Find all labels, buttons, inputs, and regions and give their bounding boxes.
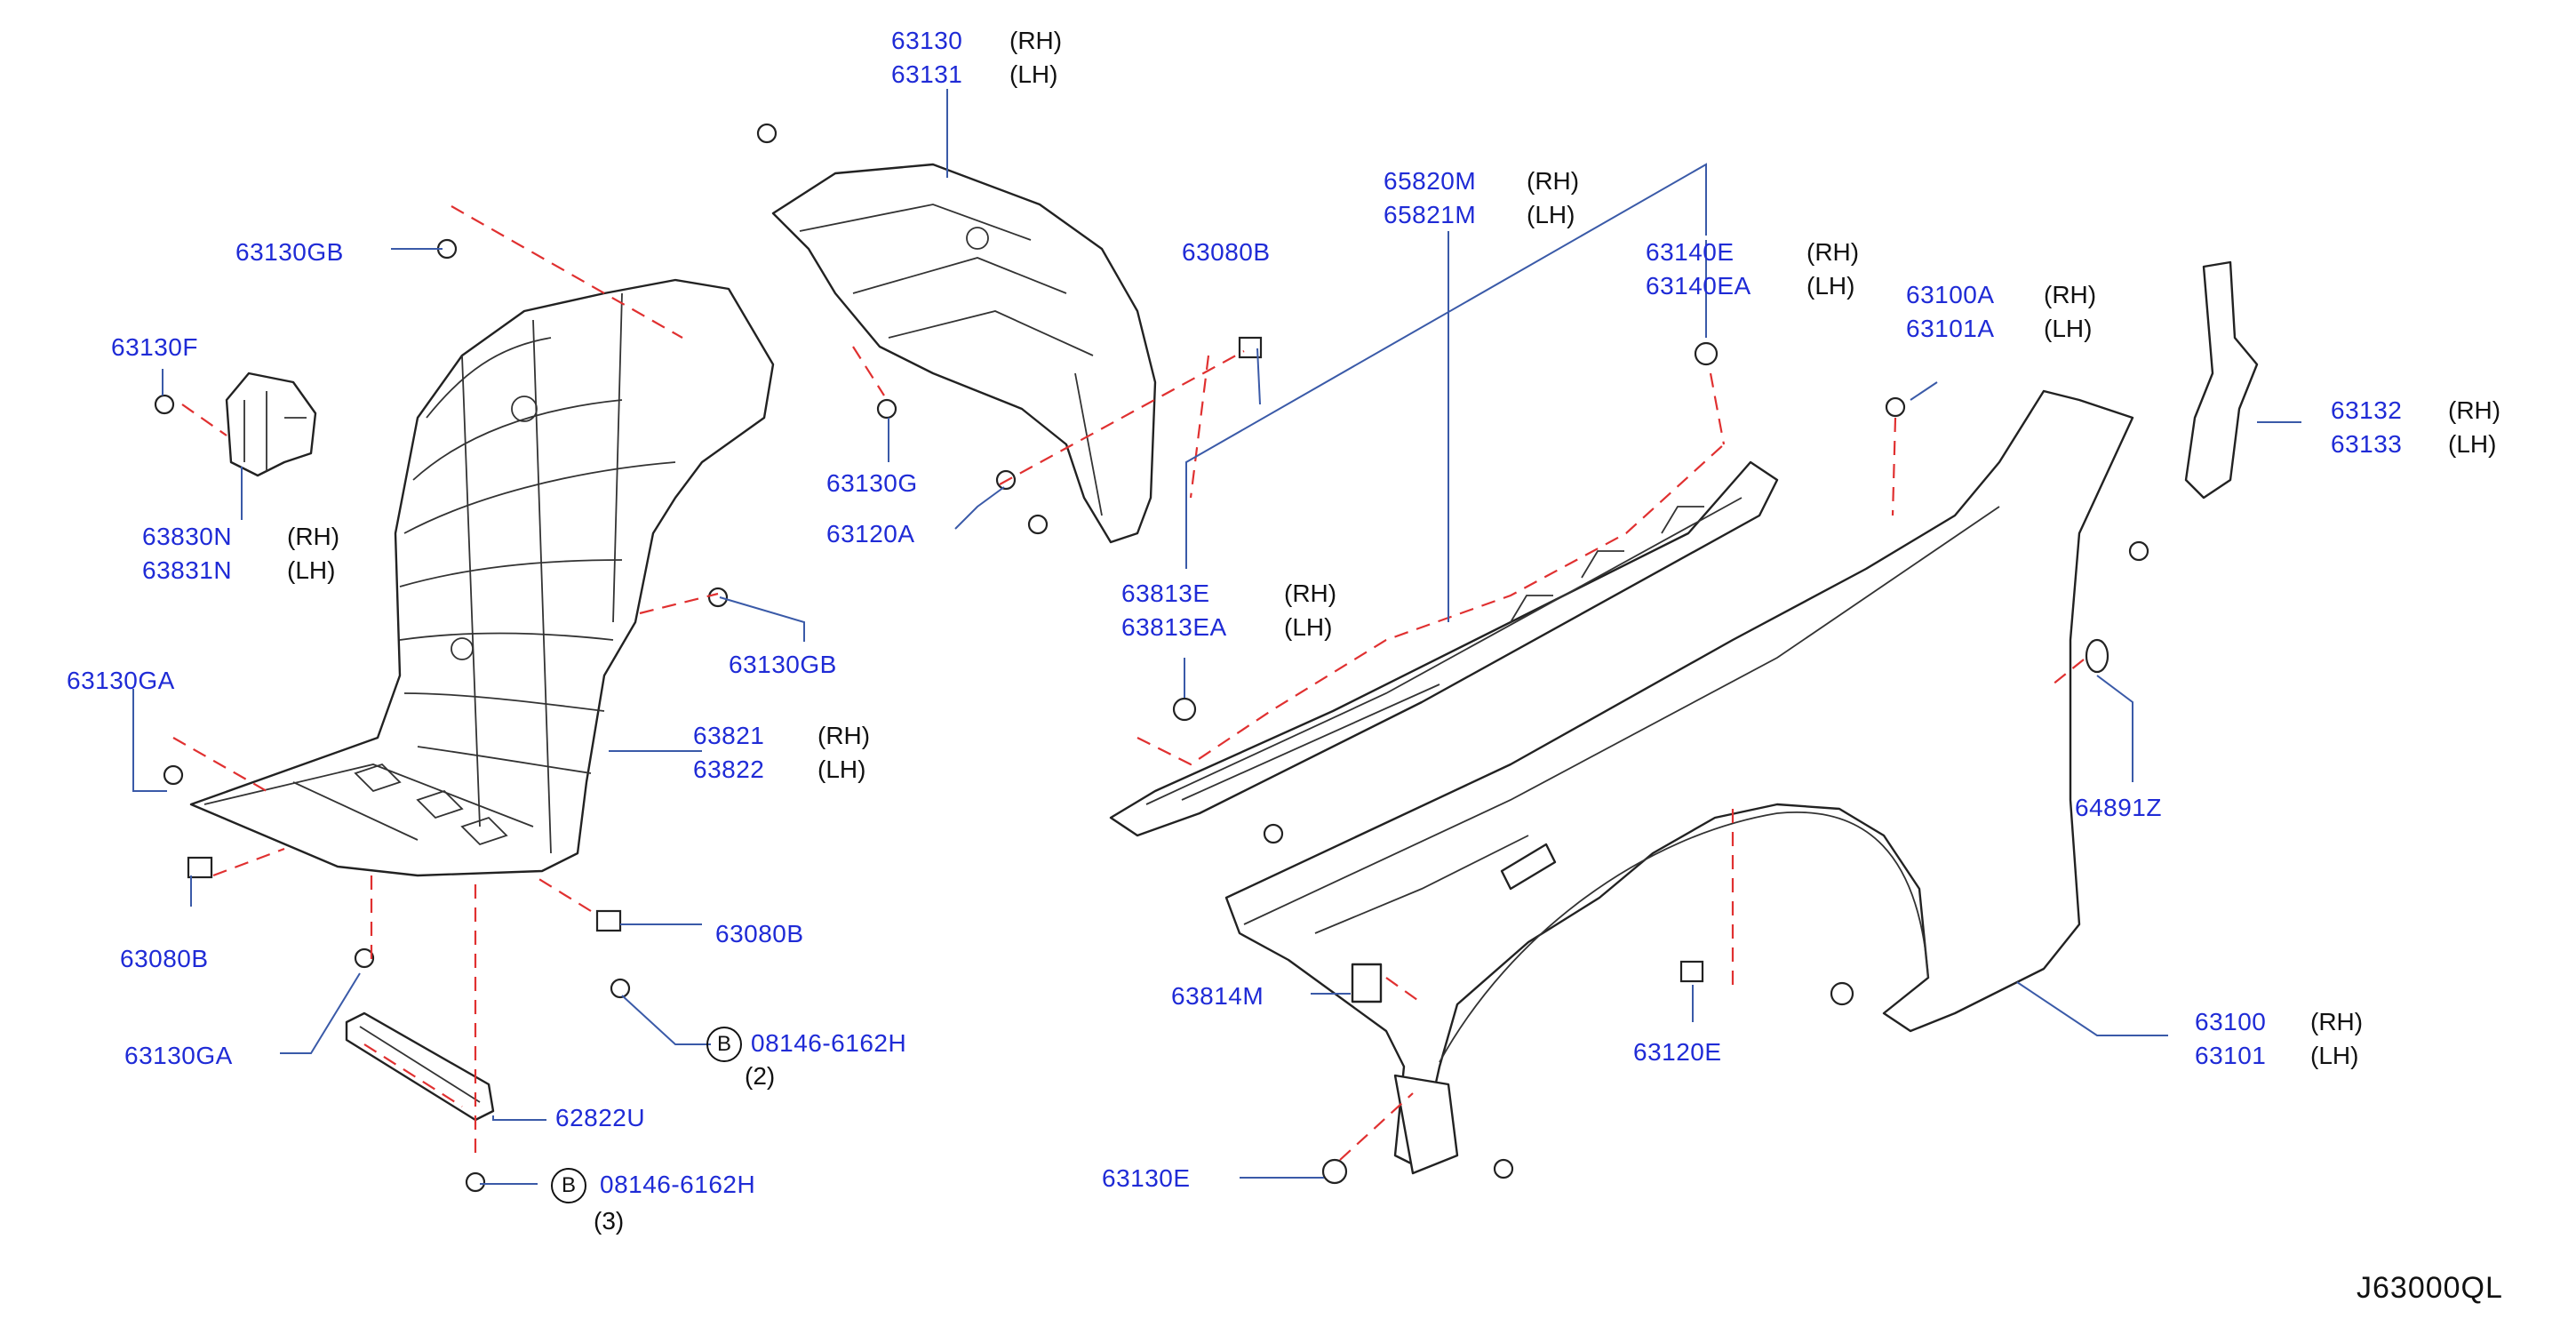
label-63130gb-top: 63130GB [235,238,344,266]
part-number: 63140EA [1646,272,1751,300]
part-number: 63813EA [1121,613,1227,641]
part-number: 08146-6162H [600,1171,756,1198]
part-number: 63132 [2331,396,2403,424]
side-rh: (RH) [817,722,871,749]
quantity: (3) [594,1207,625,1235]
label-63080b-right: 63080B [715,920,804,947]
label-63130ga-bottom: 63130GA [124,1042,233,1069]
block-63814m [1351,963,1383,1003]
fasteners [154,123,2149,1193]
label-63120e: 63120E [1633,1038,1722,1066]
side-rh: (RH) [2448,396,2501,424]
part-number: 63131 [891,60,963,88]
quantity: (2) [745,1062,776,1090]
label-63130gb-mid: 63130GB [729,651,837,678]
part-number: 63133 [2331,430,2403,458]
part-number: 63813E [1121,580,1210,607]
part-number: 65820M [1384,167,1477,195]
label-63814m: 63814M [1171,982,1264,1010]
label-63130g: 63130G [826,469,918,497]
label-63080b-top: 63080B [1182,238,1271,266]
part-number: 63101A [1906,315,1995,342]
side-rh: (RH) [1009,27,1063,54]
leader-lines [132,89,2301,1185]
label-63130ga-left: 63130GA [67,667,175,694]
part-number: 63822 [693,755,765,783]
b-circle-icon: B [706,1027,742,1062]
front-fender [1224,389,2134,1175]
label-63080b-left: 63080B [120,945,209,972]
side-lh: (LH) [817,755,866,783]
side-lh: (LH) [2310,1042,2359,1069]
splash-shield-rail [1109,460,1779,837]
b-circle-icon: B [551,1168,586,1203]
side-lh: (LH) [1009,60,1058,88]
side-lh: (LH) [287,556,336,584]
side-lh: (LH) [1284,613,1333,641]
side-lh: (LH) [1527,201,1575,228]
part-number: 08146-6162H [751,1029,907,1057]
part-number: 63100 [2195,1008,2267,1035]
side-rh: (RH) [2044,281,2097,308]
side-lh: (LH) [2044,315,2093,342]
part-number: 63101 [2195,1042,2267,1069]
part-number: 63100A [1906,281,1995,308]
label-63130f: 63130F [111,333,198,361]
side-rh: (RH) [1284,580,1337,607]
label-64891z: 64891Z [2075,794,2162,821]
side-rh: (RH) [1527,167,1580,195]
bracket-63830n [225,372,317,477]
side-rh: (RH) [2310,1008,2364,1035]
side-lh: (LH) [2448,430,2497,458]
bracket-62822u [345,1011,495,1122]
label-62822u: 62822U [555,1104,646,1131]
fender-liner-rear [771,163,1157,544]
label-63120a: 63120A [826,520,915,548]
side-lh: (LH) [1806,272,1855,300]
fender-liner-front [189,278,775,877]
part-number: 63830N [142,523,233,550]
label-63130e: 63130E [1102,1164,1191,1192]
diagram-code: J63000QL [2357,1271,2503,1305]
side-rh: (RH) [287,523,340,550]
side-rh: (RH) [1806,238,1860,266]
part-number: 63831N [142,556,233,584]
part-number: 63140E [1646,238,1735,266]
part-number: 65821M [1384,201,1477,228]
part-number: 63821 [693,722,765,749]
seal-strip-63132 [2184,260,2259,500]
part-number: 63130 [891,27,963,54]
assembly-lines [172,205,2085,1161]
